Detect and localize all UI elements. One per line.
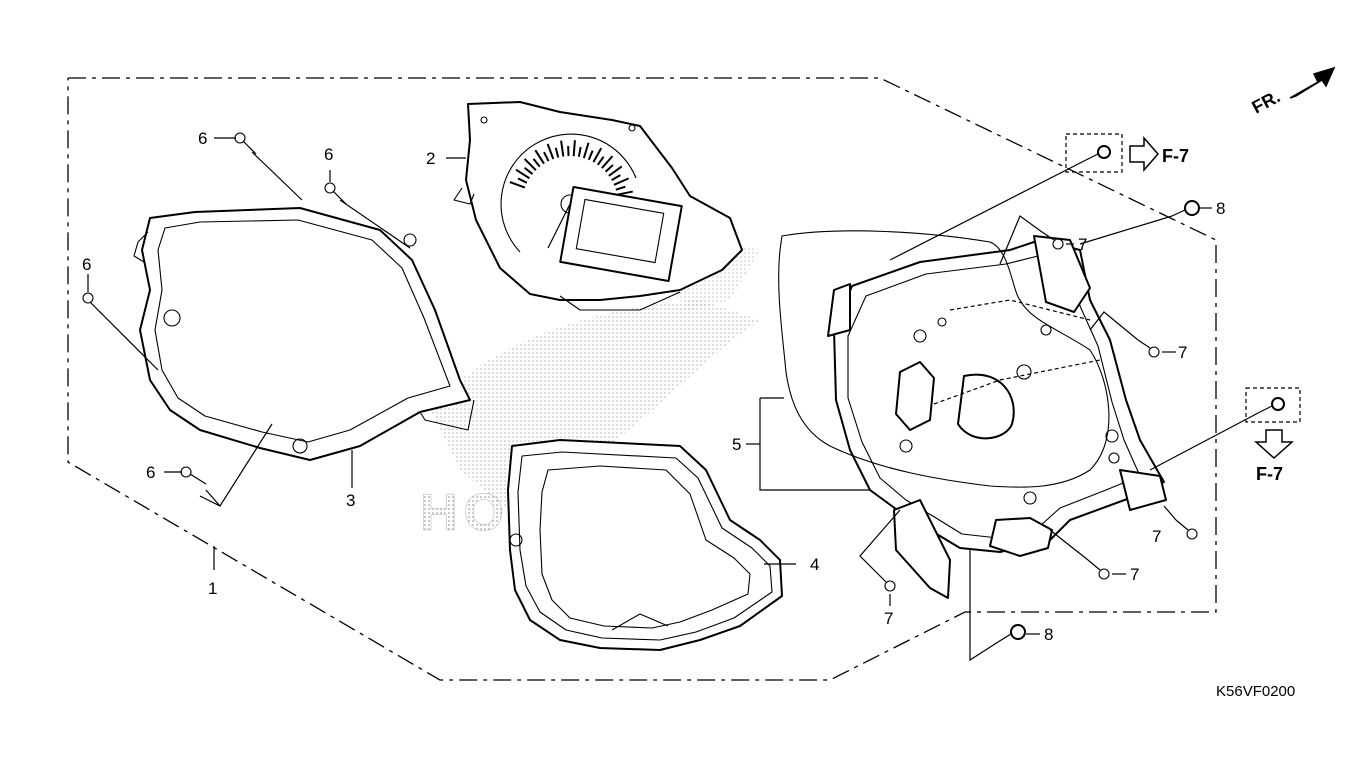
front-label: FR. (1248, 86, 1283, 117)
callout-6-c: 6 (82, 255, 91, 274)
dial-tick (616, 190, 633, 196)
dial-tick (524, 167, 534, 175)
screw-7-d (1087, 559, 1110, 580)
screw-6-d (180, 466, 207, 485)
meter-lens-cover-part-3 (133, 207, 475, 461)
assembly-boundary (67, 77, 1217, 681)
front-direction-indicator: FR. (1248, 66, 1336, 118)
dial-tick (534, 149, 545, 165)
dial-tick (604, 164, 614, 173)
dial-tick (509, 181, 526, 189)
callout-7-b: 7 (1178, 343, 1187, 362)
dial-tick (515, 168, 531, 180)
callout-8-a: 8 (1216, 199, 1225, 218)
callout-6-a: 6 (198, 129, 207, 148)
dial-tick (546, 143, 555, 160)
reference-box-top (1065, 133, 1123, 173)
screw-7-a (1041, 231, 1064, 250)
leader-lines (87, 137, 1261, 662)
screw-8-a (1171, 200, 1200, 217)
callout-6-b: 6 (324, 145, 333, 164)
dial-tick (532, 158, 541, 168)
callout-5: 5 (732, 435, 741, 454)
diagram-code: K56VF0200 (1216, 683, 1295, 700)
screw-7-e (875, 571, 896, 592)
arrow-right-icon (1129, 136, 1159, 172)
dial-tick (582, 142, 590, 159)
callout-3: 3 (346, 491, 355, 510)
meter-gasket-part-4 (507, 439, 783, 651)
speedometer-dial-part-2 (453, 101, 743, 311)
callout-2: 2 (426, 149, 435, 168)
dial-tick (587, 150, 594, 161)
dial-tick (601, 155, 614, 169)
screw-ref-right (1259, 397, 1285, 413)
screw-7-b (1137, 339, 1160, 358)
dial-tick (543, 151, 550, 162)
callout-1: 1 (208, 579, 217, 598)
dial-tick (608, 165, 623, 177)
dial-tick (613, 177, 630, 186)
callout-4: 4 (810, 555, 819, 574)
callout-7-a: 7 (1078, 235, 1087, 254)
screw-7-c (1175, 519, 1198, 540)
dial-tick (554, 147, 560, 158)
dial-tick (572, 140, 576, 157)
screw-ref-top (1085, 145, 1111, 161)
dial-tick (517, 177, 528, 184)
screw-8-b (997, 624, 1026, 643)
dial-tick (560, 140, 565, 157)
callout-7-c: 7 (1152, 527, 1161, 546)
reference-box-right (1245, 387, 1301, 423)
screw-6-a (234, 132, 257, 155)
dial-tick (577, 146, 582, 158)
callout-8-b: 8 (1044, 625, 1053, 644)
front-arrow-icon (1289, 66, 1336, 99)
reference-label-top: F-7 (1162, 146, 1189, 166)
dial-tick (523, 158, 537, 171)
dial-tick (596, 156, 605, 166)
callout-6-d: 6 (146, 463, 155, 482)
callout-7-e: 7 (884, 609, 893, 628)
screw-6-c (82, 292, 103, 315)
dial-tick (615, 185, 626, 191)
dial-tick (611, 174, 621, 182)
callout-7-d: 7 (1130, 565, 1139, 584)
shading-area-2 (660, 246, 760, 310)
meter-case-part-5 (778, 230, 1167, 599)
dial-tick (592, 147, 603, 163)
screw-6-b (324, 182, 347, 205)
arrow-down-icon (1254, 429, 1294, 460)
reference-label-right: F-7 (1256, 464, 1283, 484)
